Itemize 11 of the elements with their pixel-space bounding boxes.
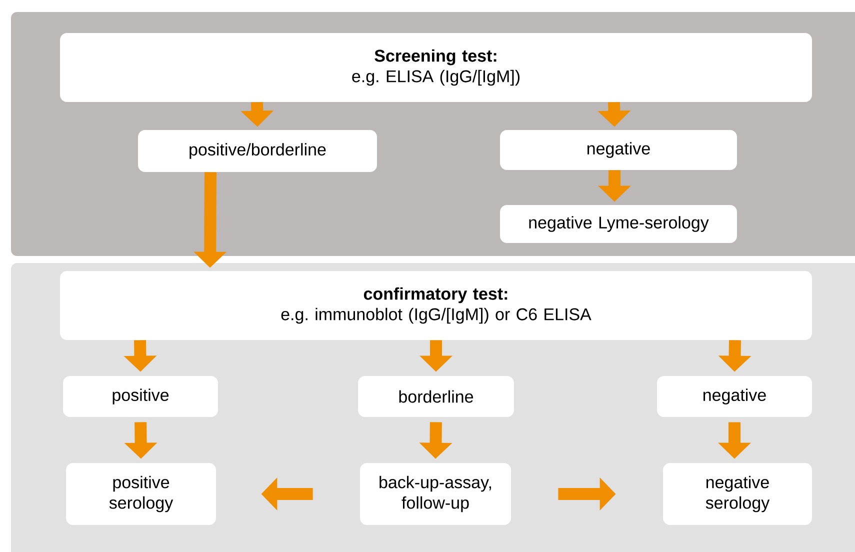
result-box: negative Lyme-serology (500, 205, 737, 243)
result-box: negative serology (663, 463, 812, 525)
result-box: positive/borderline (138, 130, 377, 172)
result-box: negative (657, 376, 812, 417)
heading-box: confirmatory test: e.g. immunoblot (IgG/[IgM]) or C6 ELISA (60, 271, 812, 340)
result-box: negative (500, 130, 737, 170)
result-box: back-up-assay, follow-up (360, 463, 511, 525)
result-box: borderline (358, 376, 514, 417)
result-box: positive (63, 376, 218, 417)
result-box: positive serology (66, 463, 216, 525)
heading-box: Screening test: e.g. ELISA (IgG/[IgM]) (60, 33, 812, 102)
